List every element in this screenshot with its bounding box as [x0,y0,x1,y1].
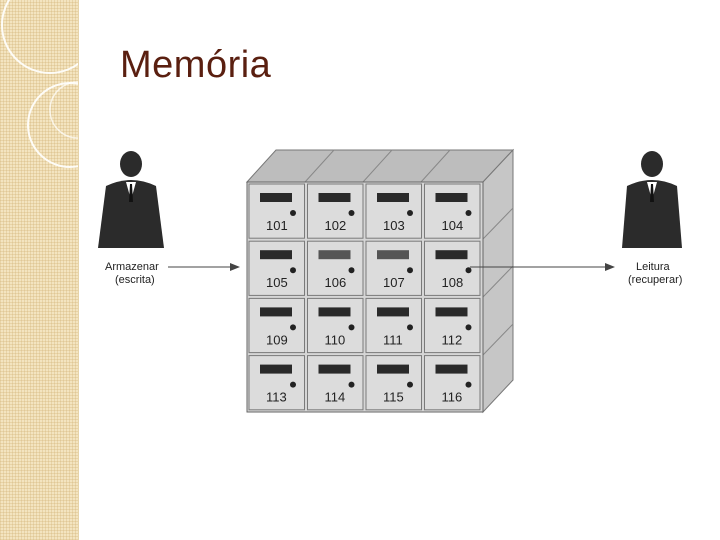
box-knob [290,324,296,331]
memory-box: 112 [424,297,481,354]
box-slot [318,250,351,260]
box-number: 110 [325,332,346,347]
box-number: 103 [383,218,405,233]
memory-box: 114 [307,355,364,411]
box-knob [465,381,472,388]
box-slot [318,193,351,202]
box-number: 105 [266,275,288,290]
box-slot [260,193,292,202]
box-number: 115 [383,390,404,405]
memory-box: 110 [307,297,364,354]
box-slot [377,250,409,260]
box-slot [435,307,468,317]
box-slot [435,193,468,202]
decorative-circles [1,0,78,168]
box-knob [465,210,472,216]
box-number: 104 [442,218,464,233]
box-knob [290,267,296,274]
box-knob [407,267,413,274]
memory-box: 109 [248,297,305,354]
read-label: Leitura [636,261,671,273]
memory-box: 111 [365,297,422,354]
write-arrow [168,263,240,271]
memory-box: 107 [365,240,422,296]
store-label: Armazenar [105,261,159,273]
memory-box: 115 [365,355,422,411]
box-number: 112 [442,332,463,347]
box-knob [348,324,355,331]
store-sublabel: (escrita) [115,274,155,286]
read-arrow [470,263,615,271]
memory-box: 103 [365,183,422,239]
box-slot [435,250,468,260]
page-title: Memória [120,44,272,86]
box-number: 109 [266,332,288,347]
decorative-sidebar [0,0,79,540]
memory-cabinet: 101 102 103 104 105 106 107 108 109 110 111 112 113 1… [245,148,515,414]
box-number: 106 [325,275,347,290]
box-number: 107 [383,275,405,290]
box-knob [407,210,413,216]
box-number: 101 [266,218,288,233]
box-slot [318,307,351,317]
box-number: 116 [442,390,463,405]
box-number: 102 [325,218,347,233]
box-knob [465,324,472,331]
box-slot [260,364,292,374]
box-slot [377,193,409,202]
memory-box: 101 [248,183,305,239]
box-knob [348,381,355,388]
memory-box: 106 [307,240,364,296]
box-knob [465,267,472,274]
read-sublabel: (recuperar) [628,274,682,286]
memory-box: 108 [424,240,481,296]
box-slot [377,364,409,374]
box-slot [260,307,292,317]
memory-box: 105 [248,240,305,296]
box-slot [377,307,409,317]
box-number: 108 [442,275,464,290]
person-right-icon [622,151,682,248]
box-number: 113 [266,390,287,405]
memory-box: 113 [248,355,305,411]
person-left-icon [98,151,164,248]
box-knob [407,324,413,331]
memory-box: 102 [307,183,364,239]
box-slot [318,364,351,374]
box-knob [348,267,355,274]
box-knob [290,381,296,388]
box-knob [290,210,296,216]
memory-box: 104 [424,183,481,239]
memory-box: 116 [424,355,481,411]
box-slot [260,250,292,260]
box-knob [407,381,413,388]
box-knob [348,210,355,216]
box-number: 111 [383,332,403,347]
box-slot [435,364,468,374]
box-number: 114 [325,390,346,405]
